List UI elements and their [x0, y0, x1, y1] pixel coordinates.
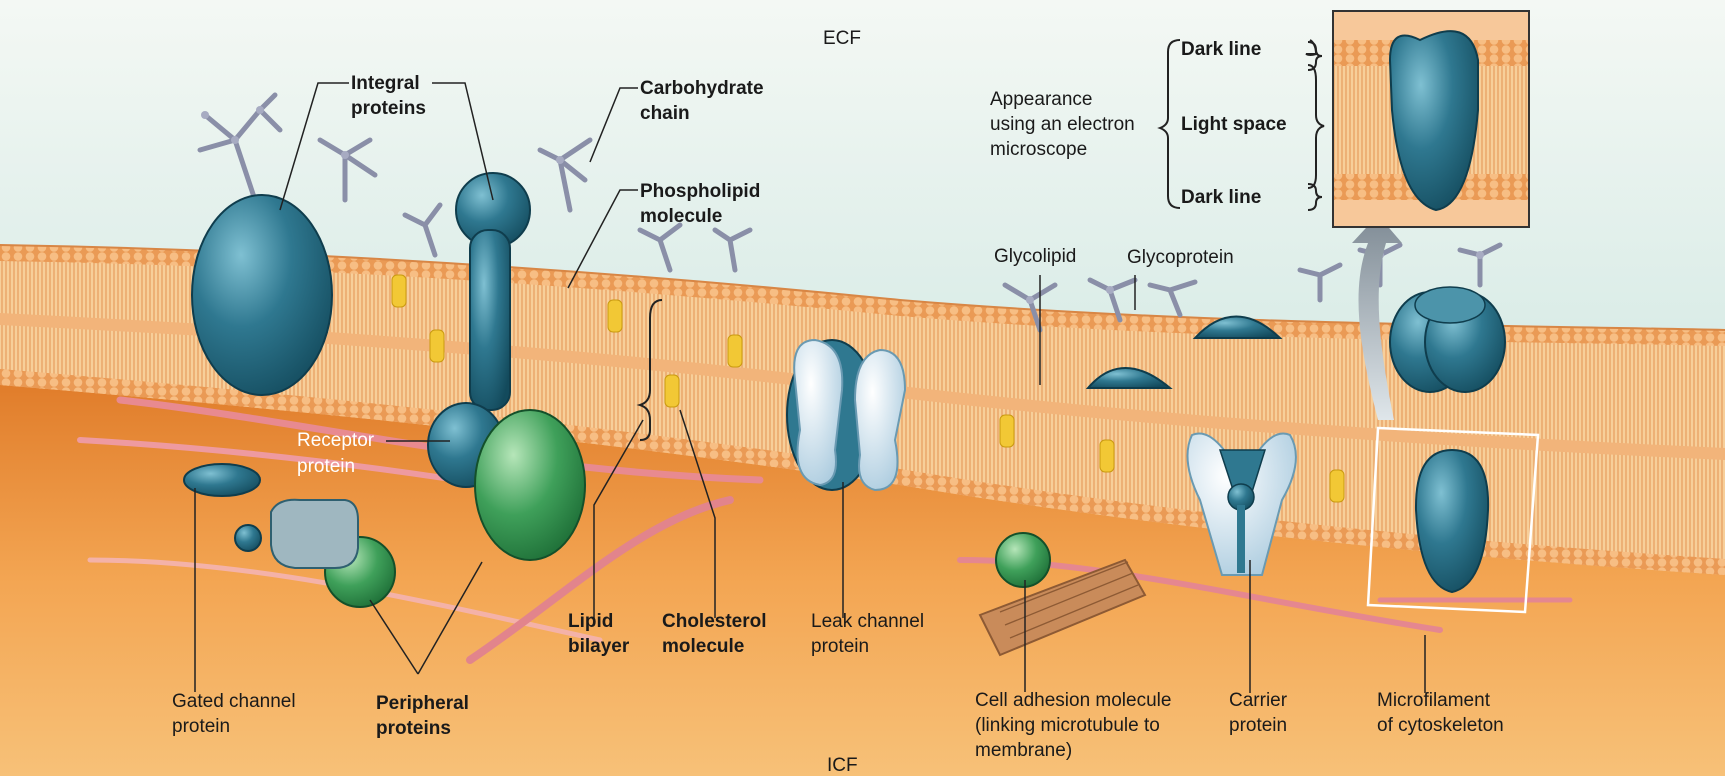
phospholipid-molecule-label-line1: Phospholipid [640, 180, 760, 204]
dark-line-bottom-label: Dark line [1181, 186, 1261, 210]
ecf-label: ECF [823, 27, 861, 51]
cell-adhesion-molecule-label-line2: (linking microtubule to [975, 714, 1160, 738]
dark-line-top-label: Dark line [1181, 38, 1261, 62]
leak-channel-protein-label-line2: protein [811, 635, 869, 659]
integral-proteins-label-line1: Integral [351, 72, 420, 96]
peripheral-protein-large [475, 410, 585, 560]
icf-label: ICF [827, 754, 858, 776]
electron-microscope-label-line3: microscope [990, 138, 1087, 162]
electron-microscope-label-line1: Appearance [990, 88, 1092, 112]
integral-proteins-label-line2: proteins [351, 97, 426, 121]
microfilament-label-line2: of cytoskeleton [1377, 714, 1504, 738]
leak-channel-protein-label-line1: Leak channel [811, 610, 924, 634]
gated-channel-protein-label-line1: Gated channel [172, 690, 296, 714]
protein-cluster [1390, 287, 1505, 392]
carbohydrate-chain-label-line2: chain [640, 102, 690, 126]
cell-adhesion-molecule-label-line3: membrane) [975, 739, 1072, 763]
carrier-protein-label-line1: Carrier [1229, 689, 1287, 713]
glycoprotein-label: Glycoprotein [1127, 246, 1234, 270]
light-space-label: Light space [1181, 113, 1287, 137]
cell-adhesion-molecule [996, 533, 1050, 587]
gated-channel-protein-label-line2: protein [172, 715, 230, 739]
receptor-protein-label-line1: Receptor [297, 429, 374, 453]
peripheral-proteins-label-line1: Peripheral [376, 692, 469, 716]
cholesterol-molecule-label-line2: molecule [662, 635, 744, 659]
cell-adhesion-molecule-label-line1: Cell adhesion molecule [975, 689, 1171, 713]
glycolipid-label: Glycolipid [994, 245, 1076, 269]
carrier-protein-label-line2: protein [1229, 714, 1287, 738]
phospholipid-molecule-label-line2: molecule [640, 205, 722, 229]
lipid-bilayer-label-line1: Lipid [568, 610, 613, 634]
peripheral-proteins-label-line2: proteins [376, 717, 451, 741]
leak-channel-protein [787, 340, 905, 490]
carbohydrate-chain-label-line1: Carbohydrate [640, 77, 764, 101]
electron-microscope-inset [1333, 11, 1529, 227]
integral-protein-large [192, 195, 332, 395]
lipid-bilayer-label-line2: bilayer [568, 635, 629, 659]
receptor-protein-label-line2: protein [297, 455, 355, 479]
microfilament-label-line1: Microfilament [1377, 689, 1490, 713]
cholesterol-molecule-label-line1: Cholesterol [662, 610, 767, 634]
electron-microscope-label-line2: using an electron [990, 113, 1135, 137]
